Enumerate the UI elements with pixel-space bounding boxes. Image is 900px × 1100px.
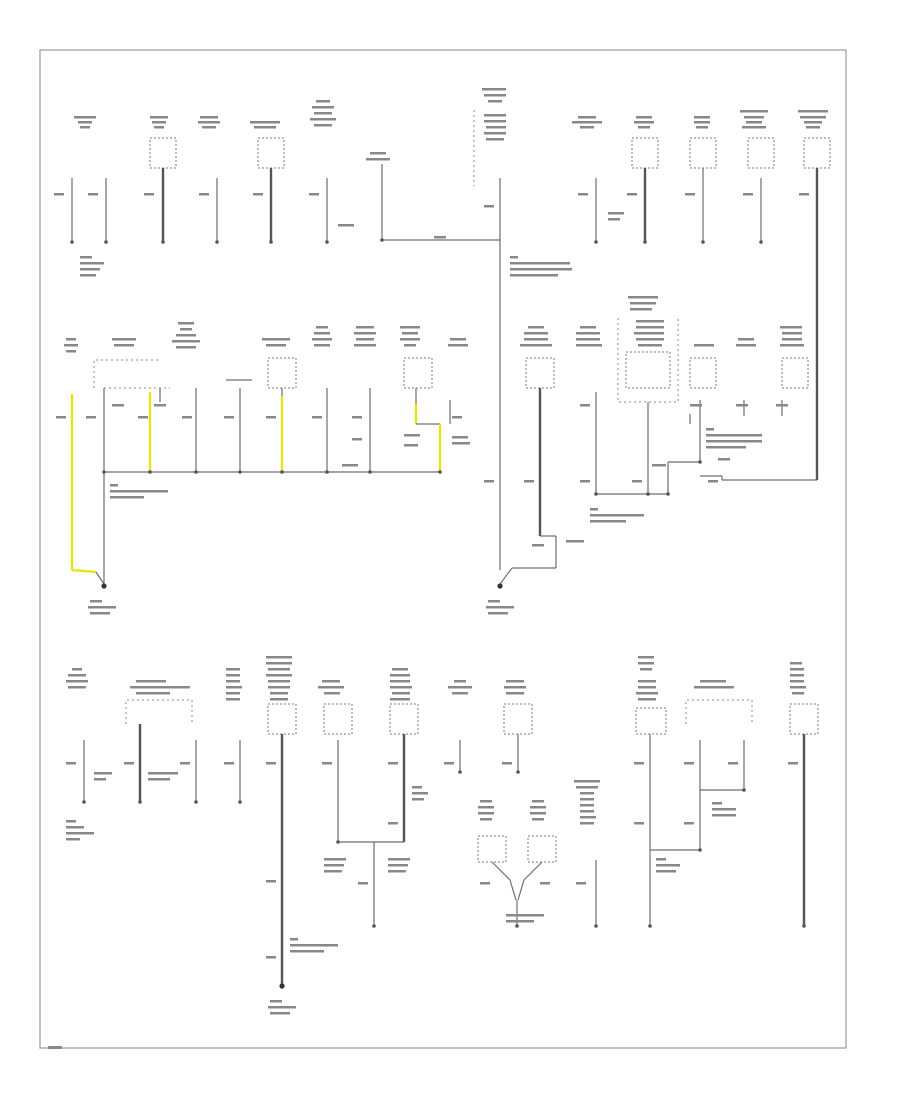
- middle-right-wire-labels: [484, 404, 788, 615]
- middle-left-bus: [70, 379, 451, 585]
- ground-symbol: [279, 983, 285, 989]
- component-box: [389, 703, 419, 735]
- component-box: [257, 137, 285, 169]
- bottom-ground-dots: [82, 770, 806, 928]
- component-box: [625, 351, 671, 389]
- bottom-wire-labels: [66, 762, 798, 1015]
- middle-right-wires: [499, 388, 817, 585]
- component-box: [689, 137, 717, 169]
- component-box: [267, 357, 297, 389]
- bottom-component-labels: [66, 656, 806, 701]
- top-ground-dots: [70, 238, 763, 244]
- component-box: [803, 137, 831, 169]
- component-box: [267, 703, 297, 735]
- component-box: [781, 357, 809, 389]
- component-box: [525, 357, 555, 389]
- component-box: [403, 357, 433, 389]
- component-box: [503, 703, 533, 735]
- component-box: [477, 835, 507, 863]
- ground-symbol: [497, 583, 503, 589]
- top-wires: [54, 164, 819, 570]
- top-component-labels: [74, 88, 828, 161]
- component-box: [631, 137, 659, 169]
- component-box: [789, 703, 819, 735]
- bottom-wires: [83, 724, 806, 984]
- component-box: [149, 137, 177, 169]
- component-box: [747, 137, 775, 169]
- section-middle: [56, 296, 817, 615]
- middle-left-dots: [102, 470, 442, 474]
- component-box: [635, 707, 667, 735]
- section-bottom: [66, 656, 819, 1015]
- page-number-mark: [48, 1046, 62, 1049]
- component-box: [527, 835, 557, 863]
- ground-symbol: [101, 583, 107, 589]
- component-box: [323, 703, 353, 735]
- middle-left-wire-labels: [56, 404, 470, 615]
- component-box: [689, 357, 717, 389]
- diagram-frame: [39, 49, 847, 1049]
- middle-component-labels: [64, 296, 804, 353]
- section-top: [54, 88, 831, 570]
- middle-right-dots: [594, 460, 702, 496]
